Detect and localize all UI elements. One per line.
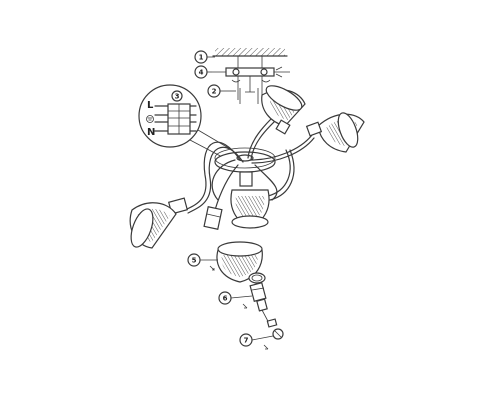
callout-5-number: 5: [192, 257, 197, 265]
callout-4-number: 4: [199, 69, 204, 77]
arm-right: [249, 134, 313, 161]
callout-4: 4: [194, 65, 212, 79]
shade-top: [261, 85, 306, 135]
screw-icon: [260, 68, 268, 76]
socket-hanging: [203, 206, 223, 230]
callout-2: 2: [207, 84, 236, 98]
ceiling-hatch-icon: [215, 48, 285, 56]
shade-right: [305, 112, 365, 153]
arm-left: [184, 141, 241, 211]
wire-label-n: N: [147, 127, 155, 138]
shade-left: [129, 197, 189, 249]
arm-front: [214, 164, 239, 211]
wiring-detail: 3 L N: [138, 84, 233, 161]
ground-symbol-icon: [146, 115, 154, 123]
bulb-assembly: 6: [218, 272, 271, 326]
shade-center: [230, 171, 270, 229]
socket-center: [239, 171, 253, 187]
mounting-bracket: [212, 56, 290, 104]
callout-1: 1: [194, 50, 215, 64]
screw-assembly: 7: [239, 318, 284, 350]
callout-2-number: 2: [212, 88, 217, 96]
lamp-arms: [184, 117, 315, 214]
callout-3-number: 3: [175, 93, 180, 101]
bulb-icon: [248, 272, 266, 284]
lamp-base: [214, 147, 276, 173]
callout-7-number: 7: [244, 337, 249, 345]
wire-label-l: L: [147, 100, 154, 111]
ceiling: [212, 48, 288, 57]
screw-icon: [232, 68, 240, 76]
callout-6-number: 6: [223, 295, 228, 303]
callout-1-number: 1: [199, 54, 204, 62]
arm-top: [247, 117, 273, 159]
